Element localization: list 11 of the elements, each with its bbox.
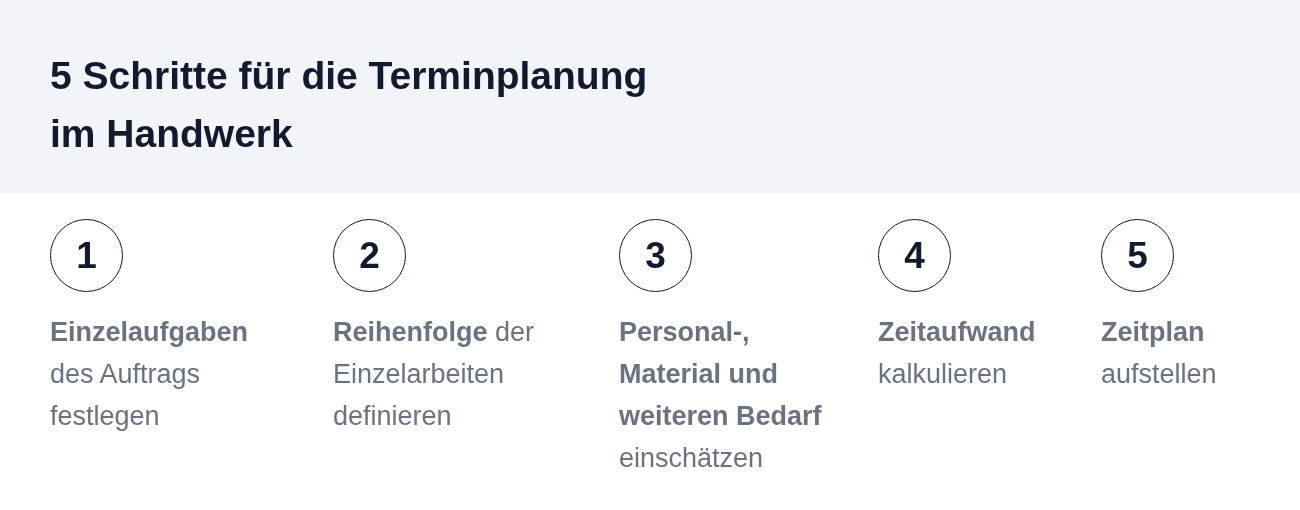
step-number: 3 — [645, 237, 666, 274]
step-number: 5 — [1127, 237, 1148, 274]
step-description: Zeitaufwand kalkulieren — [878, 316, 1037, 391]
step-description: Reihenfolge der Einzelarbeiten definieren — [333, 316, 536, 433]
step-description: Personal-, Material und weiteren Bedarf einschätzen — [619, 316, 823, 475]
step-number: 1 — [76, 237, 97, 274]
step-number: 2 — [359, 237, 380, 274]
step-number: 4 — [904, 237, 925, 274]
step-description: Zeitplan aufstellen — [1101, 316, 1218, 391]
step-description: Einzelaufgaben des Auftrags festlegen — [50, 316, 250, 433]
title: 5 Schritte für die Terminplanung im Handwerk — [50, 53, 649, 157]
